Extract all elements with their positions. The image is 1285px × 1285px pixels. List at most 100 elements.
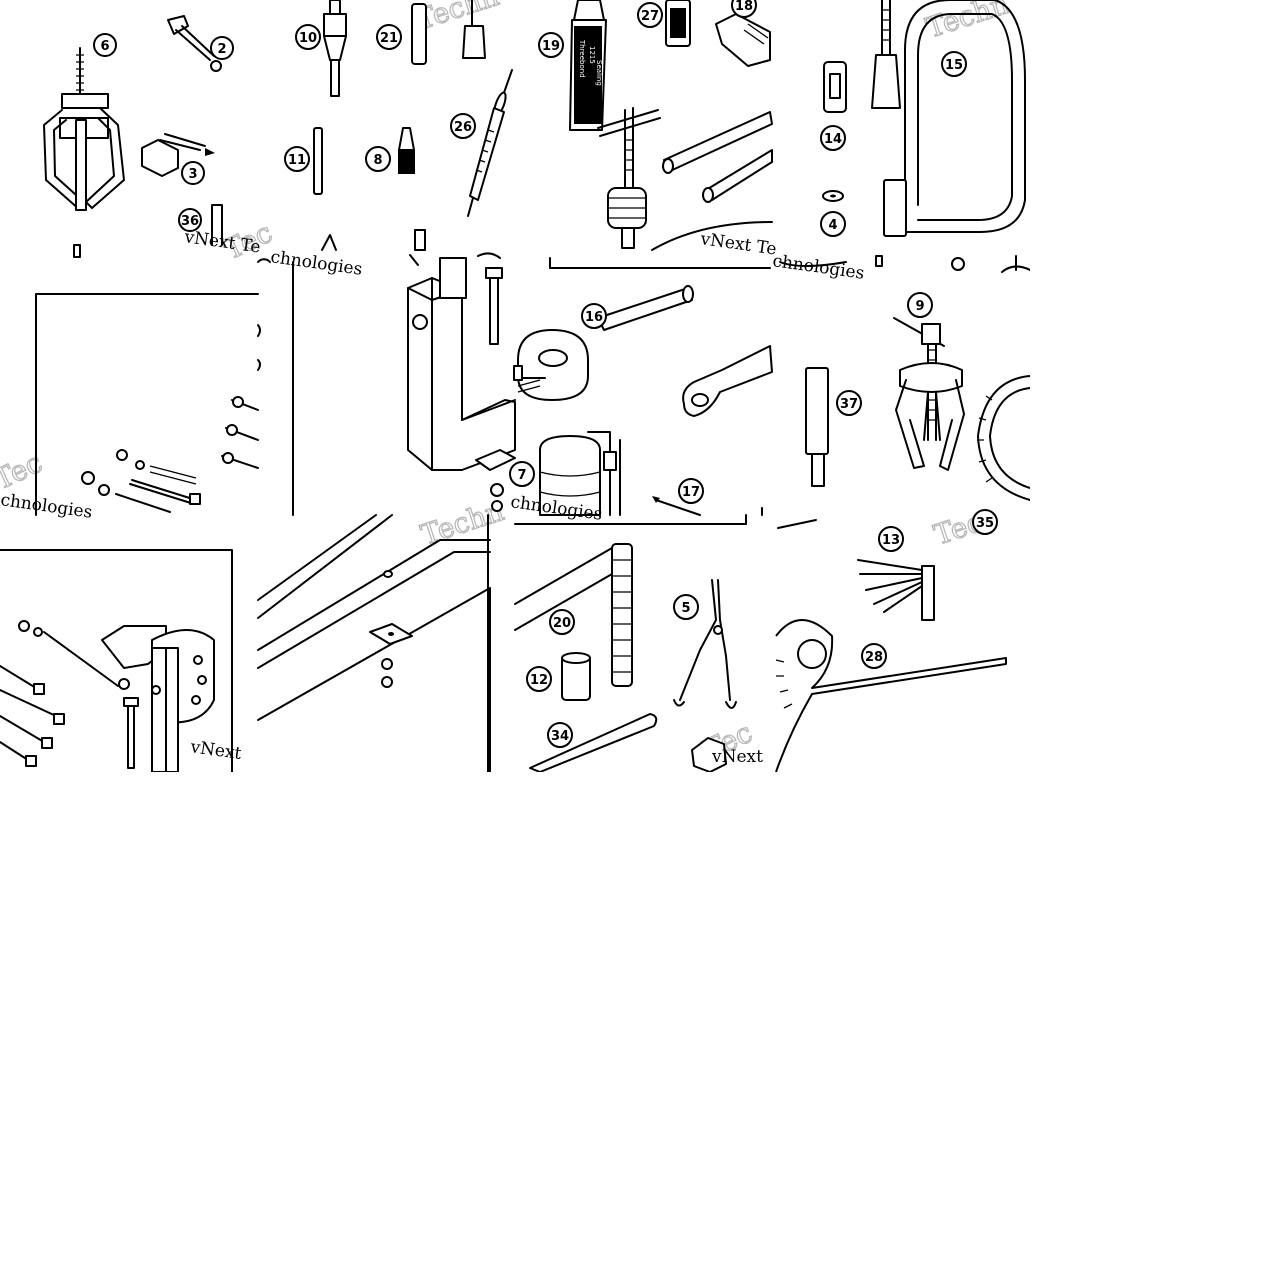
- tube-label-line1: Threebond: [578, 39, 586, 78]
- callout-6: 6: [93, 33, 117, 57]
- callout-19: 19: [538, 32, 564, 58]
- c-clamp-15-drawing: [871, 0, 1026, 237]
- small-bolt-partial: [73, 244, 81, 258]
- callout-12-number: 12: [530, 673, 548, 688]
- callout-28: 28: [861, 643, 887, 669]
- collar-14-drawing: [823, 61, 847, 113]
- callout-26-number: 26: [454, 120, 472, 135]
- callout-6-number: 6: [100, 39, 109, 54]
- callout-36: 36: [178, 208, 202, 232]
- tile-bottom-left: vNext: [0, 549, 243, 772]
- tile-bottom-middle: [257, 514, 491, 772]
- tile-middle-far-right: 9 37: [761, 292, 1030, 516]
- tile-top-middle: 10 21 11 8 26 chnologies: [269, 0, 513, 280]
- callout-27: 27: [637, 2, 663, 28]
- tool-18-drawing: [715, 13, 771, 67]
- callout-5: 5: [673, 594, 699, 620]
- three-jaw-puller-9-drawing: [893, 317, 965, 471]
- callout-17-number: 17: [682, 485, 700, 500]
- edge-partials: [257, 324, 261, 371]
- tool-36-partial: [211, 204, 223, 246]
- callout-21: 21: [376, 24, 402, 50]
- watermark-vnext-4: chnologies: [771, 251, 865, 284]
- spring-tool-drawing: [539, 431, 621, 516]
- washer-4-drawing: [822, 190, 844, 202]
- callout-13: 13: [878, 526, 904, 552]
- nut-small: [491, 500, 503, 512]
- callout-7: 7: [509, 461, 535, 487]
- callout-34-number: 34: [551, 729, 569, 744]
- clutch-holder-28-drawing: [775, 619, 1007, 772]
- gear-ring-drawing: [977, 375, 1030, 501]
- bottle-27-drawing: [665, 0, 691, 47]
- bushing-12-drawing: [561, 652, 591, 701]
- callout-16-number: 16: [585, 310, 603, 325]
- callout-5-number: 5: [681, 601, 690, 616]
- callout-7-number: 7: [517, 468, 526, 483]
- callout-11-number: 11: [288, 153, 306, 168]
- callout-21-number: 21: [380, 31, 398, 46]
- watermark-vnext-3: vNext Te: [698, 229, 777, 260]
- callout-14: 14: [820, 125, 846, 151]
- callout-35-number: 35: [976, 516, 994, 531]
- pin-17-drawing: [652, 496, 701, 516]
- edge-stroke: [777, 519, 817, 529]
- callout-4: 4: [820, 211, 846, 237]
- callout-17: 17: [678, 478, 704, 504]
- washer-small: [490, 483, 504, 497]
- callout-35: 35: [972, 509, 998, 535]
- callout-15: 15: [941, 51, 967, 77]
- tile-bottom-right: 20 12 34 5 vNext: [514, 514, 763, 772]
- tube-label-line3: Sealing: [595, 60, 603, 86]
- callout-4-number: 4: [828, 218, 837, 233]
- callout-20-number: 20: [553, 616, 571, 631]
- callout-19-number: 19: [542, 39, 560, 54]
- lever-34-drawing: [529, 713, 658, 772]
- tile-top-right: Threebond 1215 Sealing: [538, 0, 778, 269]
- tile-bottom-far-right: 13 28 35: [775, 509, 1007, 772]
- stand-frame-outline: [0, 549, 233, 772]
- sleeve-21-drawing: [411, 3, 427, 65]
- tube-label-line2: 1215: [588, 46, 596, 64]
- callout-2-number: 2: [217, 42, 226, 57]
- chain-tool-20-drawing: [514, 543, 633, 687]
- sealant-tube-19-drawing: Threebond 1215 Sealing: [569, 0, 607, 131]
- bench-frame-outline: [35, 293, 259, 516]
- frame-rails-drawing: [257, 514, 491, 772]
- callout-16: 16: [581, 303, 607, 329]
- ring-partial: [651, 221, 773, 251]
- wrench-drawing: [682, 345, 773, 417]
- callout-3: 3: [181, 161, 205, 185]
- partial-arc: [779, 261, 847, 267]
- callout-2: 2: [210, 36, 234, 60]
- long-bolts-drawing: [662, 111, 773, 203]
- tools-drawing: Techn Techn Techn Tec Tec Tec Tec: [0, 0, 1030, 772]
- slide-hammer-10-drawing: [323, 0, 347, 97]
- pliers-5-drawing: [673, 579, 737, 709]
- callout-15-number: 15: [945, 58, 963, 73]
- callout-37-number: 37: [840, 397, 858, 412]
- callout-26: 26: [450, 113, 476, 139]
- watermark-vnext-7: vNext: [188, 737, 242, 764]
- callout-11: 11: [284, 146, 310, 172]
- watermark-vnext-8: vNext: [711, 747, 763, 767]
- shaft-2-drawing: [167, 15, 222, 72]
- callout-9-number: 9: [915, 299, 924, 314]
- t-handle-tool-drawing: [597, 107, 661, 249]
- callout-10: 10: [295, 24, 321, 50]
- callout-28-number: 28: [865, 650, 883, 665]
- ring-holder-16-drawing: [513, 285, 694, 401]
- stand-upright-drawing: [101, 625, 215, 772]
- tip-partial: [321, 234, 337, 251]
- feeler-gauge-13-drawing: [857, 559, 935, 621]
- special-tools-illustration: Techn Techn Techn Tec Tec Tec Tec: [0, 0, 1030, 772]
- callout-18: 18: [731, 0, 757, 18]
- nut-socket-drawing: [462, 25, 486, 59]
- callout-37: 37: [836, 390, 862, 416]
- watermark-vnext-2: chnologies: [269, 247, 363, 280]
- callout-10-number: 10: [299, 31, 317, 46]
- tile-middle-right: 16 17 chnologies: [509, 285, 773, 525]
- block-3-drawing: [141, 133, 215, 177]
- callout-12: 12: [526, 666, 552, 692]
- tile-top-far-right: 15 14 4 chnologies: [771, 0, 1030, 284]
